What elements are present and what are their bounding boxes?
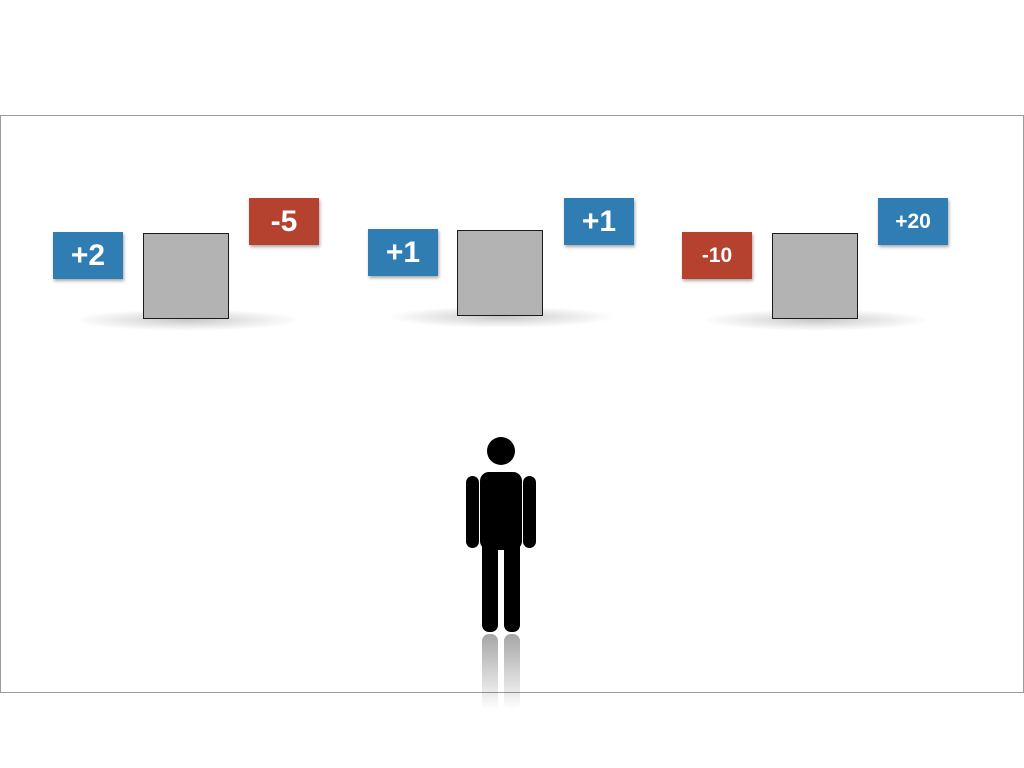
reward-badge-2-left: +1 [368,229,438,276]
person-icon [466,437,536,710]
reward-badge-3-left: -10 [682,232,752,279]
reward-badge-1-right: -5 [249,198,319,245]
reward-badge-2-right: +1 [564,198,634,245]
machine-box-1 [143,233,229,319]
reward-badge-1-left: +2 [53,232,123,279]
machine-box-3 [772,233,858,319]
box-shadow [72,309,302,331]
machine-box-2 [457,230,543,316]
box-shadow [701,309,931,331]
reward-badge-3-right: +20 [878,198,948,245]
box-shadow [386,306,616,328]
